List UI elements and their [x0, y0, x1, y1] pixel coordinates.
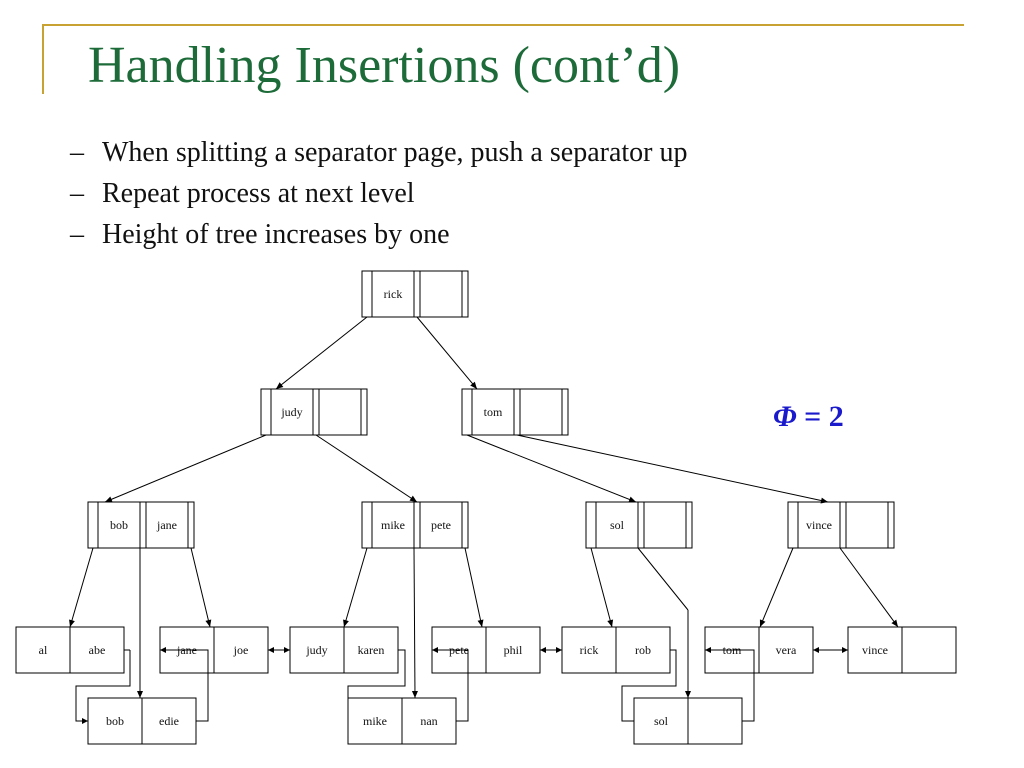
sibling-link [160, 649, 209, 722]
tree-edge [839, 547, 899, 628]
arrow-head [160, 647, 166, 653]
arrow-head [409, 495, 417, 502]
arrow-head [813, 647, 819, 653]
tree-edge [315, 434, 418, 503]
bullet-list: –When splitting a separator page, push a… [70, 133, 687, 256]
leaf-key: abe [89, 643, 106, 657]
tree-edge [759, 547, 794, 628]
separator-key: judy [280, 405, 302, 419]
bullet-item: –Repeat process at next level [70, 174, 687, 215]
arrow-head [607, 619, 614, 627]
bullet-dash: – [70, 137, 84, 168]
arrow-head [205, 619, 212, 627]
leaf-key: bob [106, 714, 124, 728]
tree-edge [590, 547, 613, 628]
separator-key: sol [610, 518, 625, 532]
sibling-link [75, 650, 131, 722]
phi-symbol: Φ [773, 400, 797, 433]
separator-page [361, 270, 469, 318]
arrow-head [628, 496, 636, 503]
arrow-head [470, 381, 477, 389]
leaf-key: edie [159, 714, 179, 728]
bullet-dash: – [70, 178, 84, 209]
leaf-key: rick [580, 643, 599, 657]
arrow-head [820, 497, 828, 504]
sibling-link [347, 649, 406, 721]
leaf-key: rob [635, 643, 651, 657]
tree-edge [275, 316, 368, 390]
separator-key: pete [431, 518, 451, 532]
leaf-key: nan [420, 714, 437, 728]
arrow-head [268, 647, 274, 653]
arrow-head [284, 647, 290, 653]
leaf-key: karen [358, 643, 385, 657]
bullet-dash: – [70, 219, 84, 250]
arrow-head [343, 619, 349, 627]
sibling-link [705, 649, 755, 722]
arrow-head [759, 619, 766, 627]
leaf-key: sol [654, 714, 669, 728]
arrow-head [137, 691, 143, 698]
leaf-key: judy [305, 643, 327, 657]
arrow-head [556, 647, 562, 653]
leaf-key: phil [504, 643, 523, 657]
separator-key: vince [806, 518, 832, 532]
arrow-head [105, 496, 113, 503]
slide-frame-left [42, 24, 44, 94]
separator-key: bob [110, 518, 128, 532]
tree-edge [516, 434, 829, 503]
separator-key: mike [381, 518, 405, 532]
arrow-head [276, 382, 284, 389]
arrow-head [69, 619, 75, 627]
separator-page [461, 388, 569, 436]
leaf-key: vince [862, 643, 888, 657]
arrow-head [705, 647, 711, 653]
leaf-key: al [39, 643, 48, 657]
bullet-item: –Height of tree increases by one [70, 215, 687, 256]
separator-key: rick [384, 287, 403, 301]
tree-edge [104, 434, 267, 503]
separator-page [87, 501, 195, 549]
slide-frame-top [42, 24, 964, 26]
tree-edge [413, 547, 416, 699]
slide-title: Handling Insertions (cont’d) [88, 37, 681, 94]
arrow-head [685, 691, 691, 698]
sibling-link [621, 649, 677, 722]
bullet-text: Height of tree increases by one [102, 219, 450, 250]
arrow-head [540, 647, 546, 653]
tree-edge [464, 547, 483, 628]
arrow-head [477, 619, 484, 627]
separator-page [787, 501, 895, 549]
arrow-head [842, 647, 848, 653]
separator-page [260, 388, 368, 436]
arrow-head [432, 647, 438, 653]
separator-page [361, 501, 469, 549]
tree-edge [637, 547, 689, 611]
tree-edge [343, 547, 368, 628]
bullet-item: –When splitting a separator page, push a… [70, 133, 687, 174]
sibling-link [432, 649, 469, 722]
bullet-text: When splitting a separator page, push a … [102, 137, 688, 168]
arrow-head [82, 718, 88, 724]
tree-edge [190, 547, 211, 628]
separator-key: tom [484, 405, 503, 419]
leaf-key: vera [776, 643, 797, 657]
phi-label: Φ = 2 [773, 400, 844, 434]
phi-value: = 2 [804, 400, 844, 433]
tree-edge [416, 316, 478, 390]
separator-page [585, 501, 693, 549]
leaf-key: mike [363, 714, 387, 728]
bullet-text: Repeat process at next level [102, 178, 415, 209]
arrow-head [891, 619, 898, 627]
tree-edge [466, 434, 637, 503]
tree-edge [69, 547, 94, 628]
arrow-head [411, 690, 418, 698]
leaf-key: joe [233, 643, 249, 657]
separator-key: jane [156, 518, 177, 532]
